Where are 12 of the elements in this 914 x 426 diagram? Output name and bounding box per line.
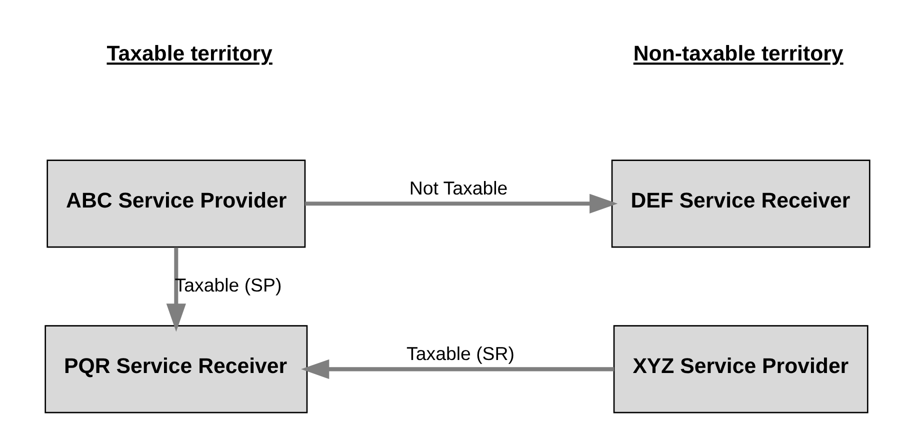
edge-label: Taxable (SP) <box>174 274 282 296</box>
edge-label: Not Taxable <box>408 178 508 199</box>
arrow <box>166 247 186 332</box>
node-box: DEF Service Receiver <box>610 160 870 248</box>
node-box: XYZ Service Provider <box>612 325 868 414</box>
arrow <box>304 194 618 214</box>
label: Non-taxable territory <box>632 42 843 66</box>
label: Taxable territory <box>106 42 272 66</box>
edge-label: Taxable (SR) <box>406 343 514 364</box>
node-box: ABC Service Provider <box>46 160 306 248</box>
arrow <box>300 359 614 380</box>
node-box: PQR Service Receiver <box>44 325 308 414</box>
